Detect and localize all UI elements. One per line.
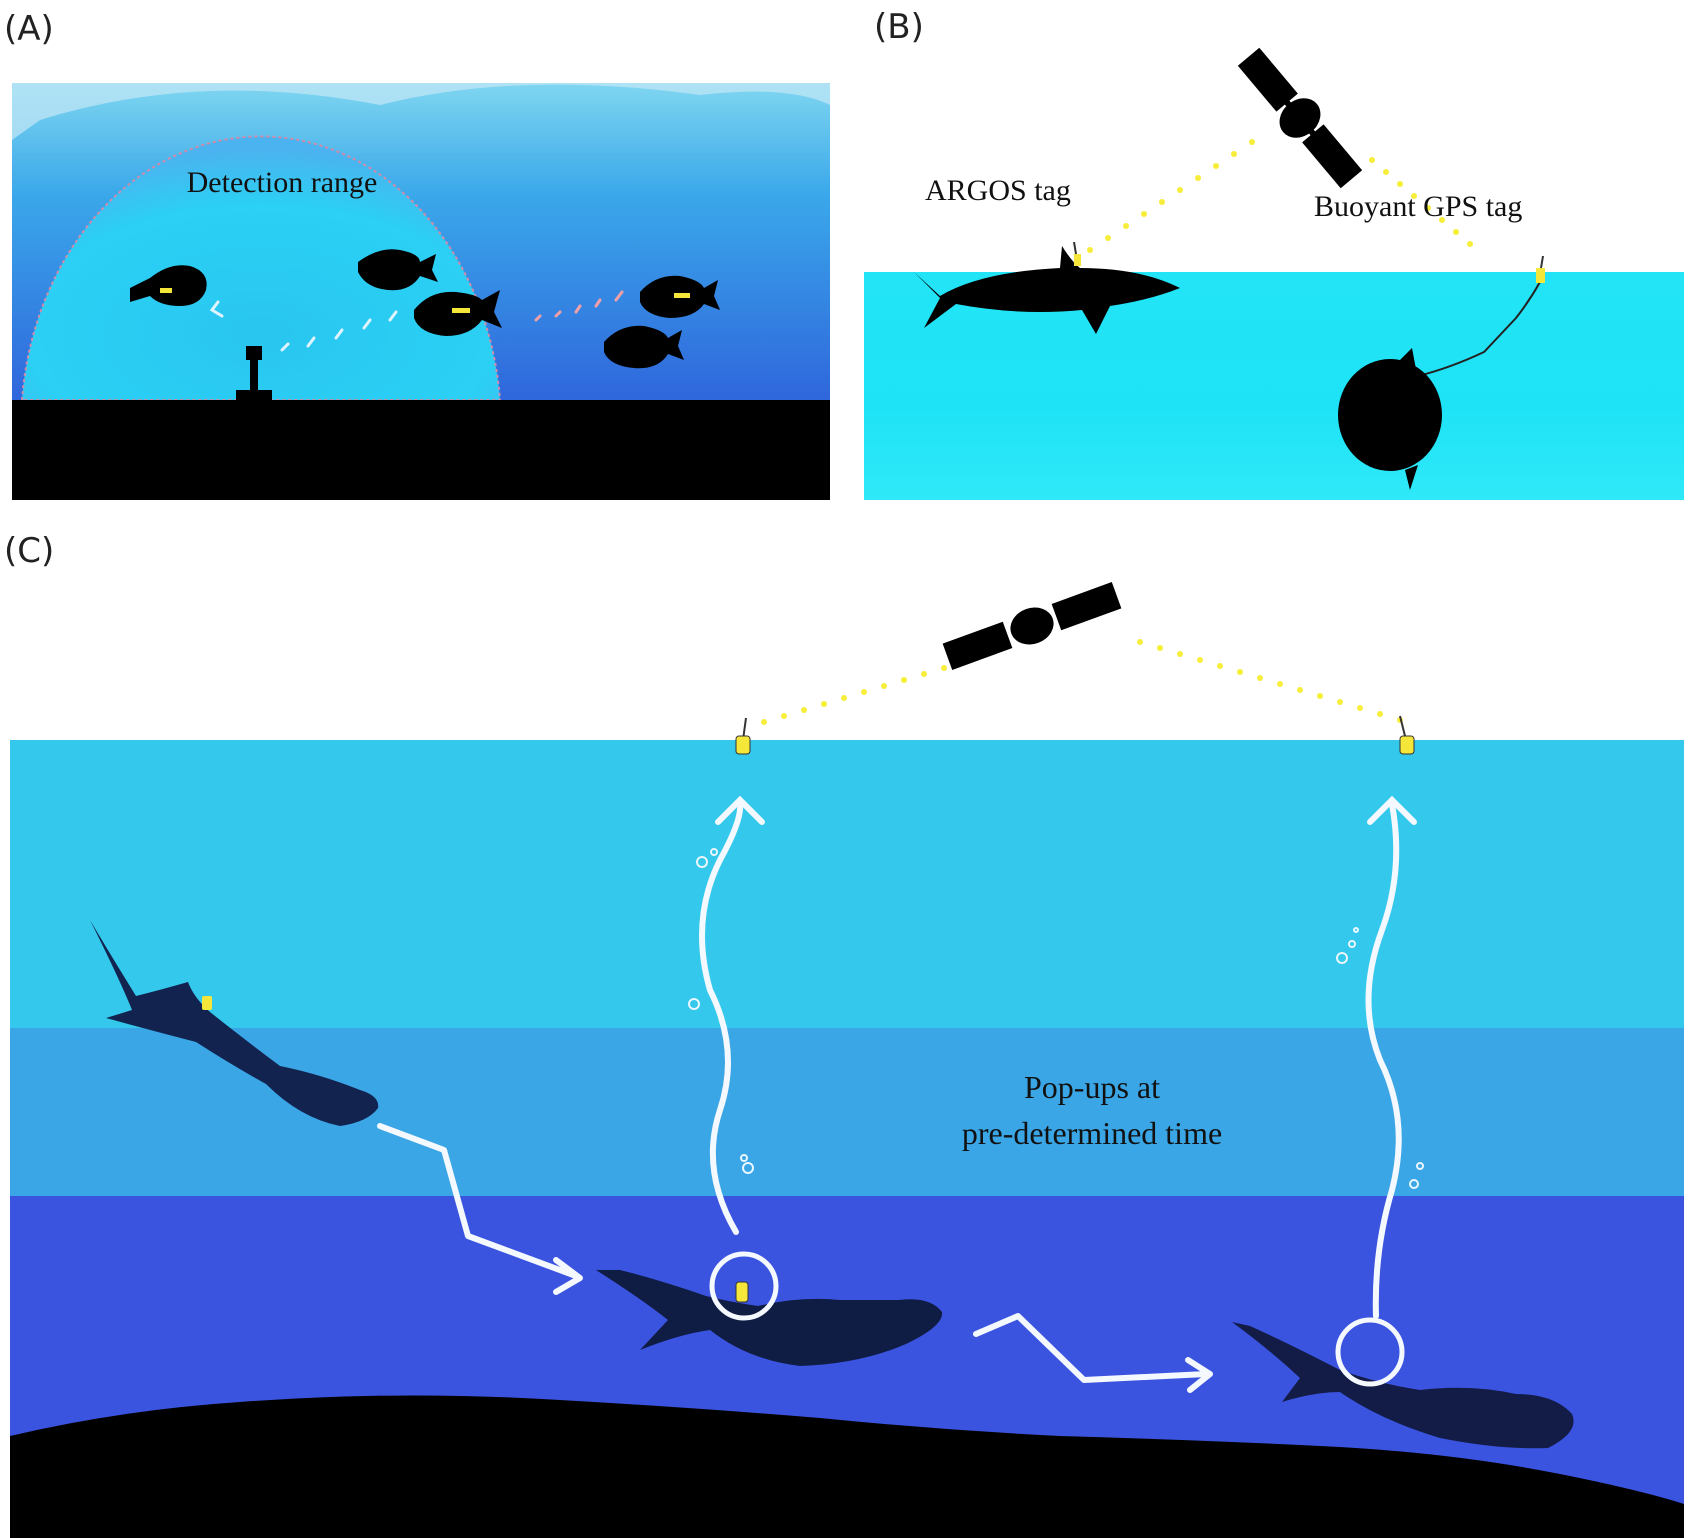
satellite-icon	[1232, 43, 1369, 194]
buoyant-gps-tag-label: Buoyant GPS tag	[1314, 190, 1522, 223]
panel-a-seafloor	[12, 400, 830, 500]
panel-c-label: (C)	[4, 531, 54, 571]
panel-a-label: (A)	[4, 9, 54, 49]
tag-icon	[1536, 268, 1545, 283]
argos-tag-label: ARGOS tag	[925, 174, 1071, 207]
tag-icon	[1400, 716, 1414, 754]
satellite-signal	[761, 639, 1403, 725]
panel-a: (A) Detection range	[4, 9, 830, 500]
tag-icon	[1074, 254, 1081, 266]
tag-icon	[736, 1282, 748, 1302]
tag-icon	[202, 996, 212, 1010]
panel-b: (B) ARGOS tag Buoyant GPS tag	[864, 7, 1684, 500]
popup-label-line1: Pop-ups at	[1024, 1069, 1160, 1105]
panel-c-surface-layer	[10, 740, 1684, 1030]
tag-icon	[736, 718, 750, 754]
satellite-icon	[941, 578, 1122, 673]
panel-c: (C)	[4, 531, 1684, 1538]
popup-label-line2: pre-determined time	[962, 1115, 1222, 1151]
panel-b-label: (B)	[874, 7, 924, 47]
detection-range-label: Detection range	[187, 166, 378, 199]
